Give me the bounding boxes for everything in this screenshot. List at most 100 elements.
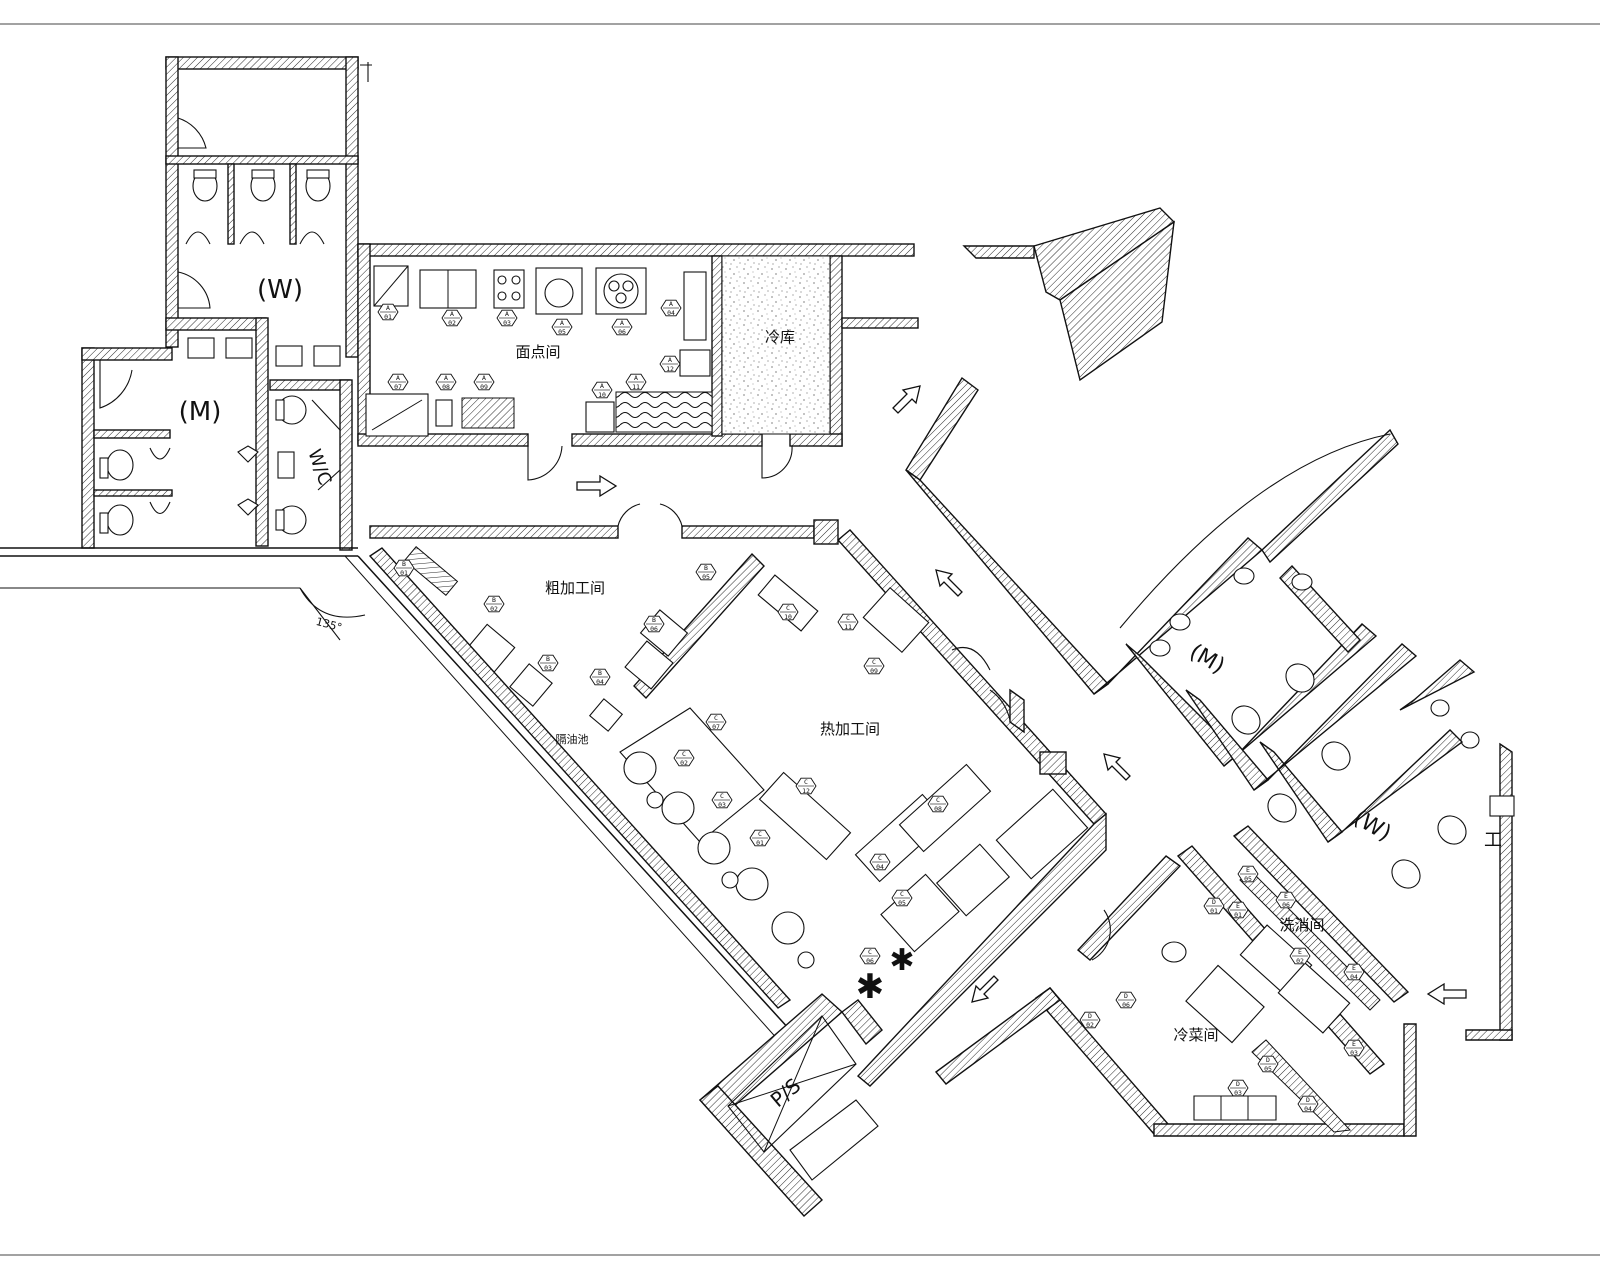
equipment-tag-number: 06	[650, 625, 658, 633]
wok-range	[619, 707, 815, 969]
equipment-tag: C05	[891, 889, 913, 907]
equipment-tag-number: 03	[503, 319, 511, 327]
pastry-room	[357, 243, 919, 481]
equipment-tag-number: 11	[632, 383, 640, 391]
equipment-tag-number: 12	[802, 787, 810, 795]
equipment-tag: A10	[591, 381, 613, 399]
equipment-tag-number: 06	[1282, 901, 1290, 909]
equipment-tag: C11	[837, 613, 859, 631]
label-grease-trap: 隔油池	[556, 732, 589, 746]
equipment-tag: C08	[927, 795, 949, 813]
equipment-tag-number: 07	[712, 723, 720, 731]
equipment-tag-letter: C	[720, 792, 724, 800]
equipment-tag: E03	[1343, 1039, 1365, 1057]
equipment-tag-number: 04	[596, 678, 604, 686]
equipment-tag-number: 02	[1296, 957, 1304, 965]
hot-kitchen: ✱ ✱	[368, 529, 1108, 1087]
equipment-tag: D02	[1079, 1011, 1101, 1029]
equipment-tag-letter: D	[1212, 898, 1216, 906]
svg-text:✱: ✱	[856, 967, 885, 1007]
equipment-tag: C09	[863, 657, 885, 675]
label-cold-store: 冷库	[765, 328, 795, 346]
equipment-tag-number: 02	[680, 759, 688, 767]
equipment-tag: D05	[1257, 1055, 1279, 1073]
label-wc: W/C	[303, 447, 335, 488]
equipment-tag: B06	[643, 615, 665, 633]
equipment-tag-letter: A	[396, 374, 400, 382]
equipment-tag: A05	[551, 318, 573, 336]
label-toilet-men: (M)	[179, 397, 222, 427]
label-toilet-women: (W)	[257, 275, 303, 305]
equipment-tag: E04	[1343, 963, 1365, 981]
equipment-tag-letter: E	[1236, 902, 1240, 910]
equipment-tag: B03	[537, 654, 559, 672]
label-toilet-men-east: (M)	[1185, 640, 1229, 680]
equipment-tag-number: 02	[490, 605, 498, 613]
equipment-tag: D06	[1115, 991, 1137, 1009]
equipment-tag-number: 01	[756, 839, 764, 847]
arrow-icon	[576, 474, 618, 498]
equipment-tag-letter: C	[846, 614, 850, 622]
equipment-tag-number: 05	[898, 899, 906, 907]
equipment-tag: C12	[795, 777, 817, 795]
equipment-tag-number: 09	[870, 667, 878, 675]
equipment-tag-letter: B	[652, 616, 656, 624]
label-rough-processing: 粗加工间	[545, 579, 605, 597]
equipment-tag-number: 04	[1304, 1105, 1312, 1113]
equipment-tag-number: 09	[480, 383, 488, 391]
equipment-tag: E06	[1275, 891, 1297, 909]
equipment-tag-letter: C	[758, 830, 762, 838]
equipment-tag: A04	[660, 299, 682, 317]
equipment-tag-number: 04	[876, 863, 884, 871]
equipment-tag-letter: A	[386, 304, 390, 312]
equipment-tag-letter: A	[505, 310, 509, 318]
equipment-tag-letter: A	[560, 319, 564, 327]
equipment-tag: A12	[659, 355, 681, 373]
equipment-tag-letter: B	[598, 669, 602, 677]
equipment-tag: B04	[589, 668, 611, 686]
equipment-tag-letter: C	[878, 854, 882, 862]
equipment-tag-letter: D	[1236, 1080, 1240, 1088]
equipment-tag: E01	[1227, 901, 1249, 919]
equipment-tag: A02	[441, 309, 463, 327]
equipment-tag-letter: C	[804, 778, 808, 786]
wc-fixture-accessible	[275, 395, 307, 535]
gas-burners: ✱ ✱	[856, 943, 915, 1007]
label-angle: 135°	[314, 615, 343, 634]
label-ps-shaft: P/S	[766, 1073, 806, 1112]
equipment-tag: C03	[711, 791, 733, 809]
equipment-tag: B02	[483, 595, 505, 613]
equipment-tag-letter: C	[872, 658, 876, 666]
equipment-tag-letter: B	[402, 560, 406, 568]
label-hot-kitchen: 热加工间	[820, 720, 880, 738]
rough-processing-room	[369, 503, 839, 732]
equipment-tag-letter: D	[1266, 1056, 1270, 1064]
equipment-tag-letter: C	[682, 750, 686, 758]
equipment-tag-number: 12	[666, 365, 674, 373]
equipment-tag-letter: C	[714, 714, 718, 722]
arrow-icon	[892, 385, 921, 414]
equipment-tag: C07	[705, 713, 727, 731]
equipment-tag-number: 01	[1210, 907, 1218, 915]
equipment-tag: E02	[1289, 947, 1311, 965]
equipment-tag-number: 03	[544, 664, 552, 672]
equipment-tag-letter: E	[1298, 948, 1302, 956]
equipment-tag-number: 11	[844, 623, 852, 631]
equipment-tag-number: 06	[866, 957, 874, 965]
cold-store-floor	[721, 255, 831, 435]
wc-fixture-men	[99, 445, 259, 536]
equipment-tag-number: 05	[1244, 875, 1252, 883]
dishwashing-room	[1176, 825, 1410, 1075]
equipment-tag: C02	[673, 749, 695, 767]
equipment-tag-number: 05	[1264, 1065, 1272, 1073]
equipment-tag-letter: A	[600, 382, 604, 390]
equipment-tag-letter: A	[669, 300, 673, 308]
svg-text:✱: ✱	[889, 943, 914, 978]
equipment-tag-letter: C	[868, 948, 872, 956]
equipment-tag-number: 10	[598, 391, 606, 399]
equipment-tag-number: 01	[400, 569, 408, 577]
label-cleaner: 工	[1484, 830, 1502, 851]
equipment-tag: E05	[1237, 865, 1259, 883]
equipment-tag-letter: A	[450, 310, 454, 318]
equipment-tag-letter: A	[444, 374, 448, 382]
